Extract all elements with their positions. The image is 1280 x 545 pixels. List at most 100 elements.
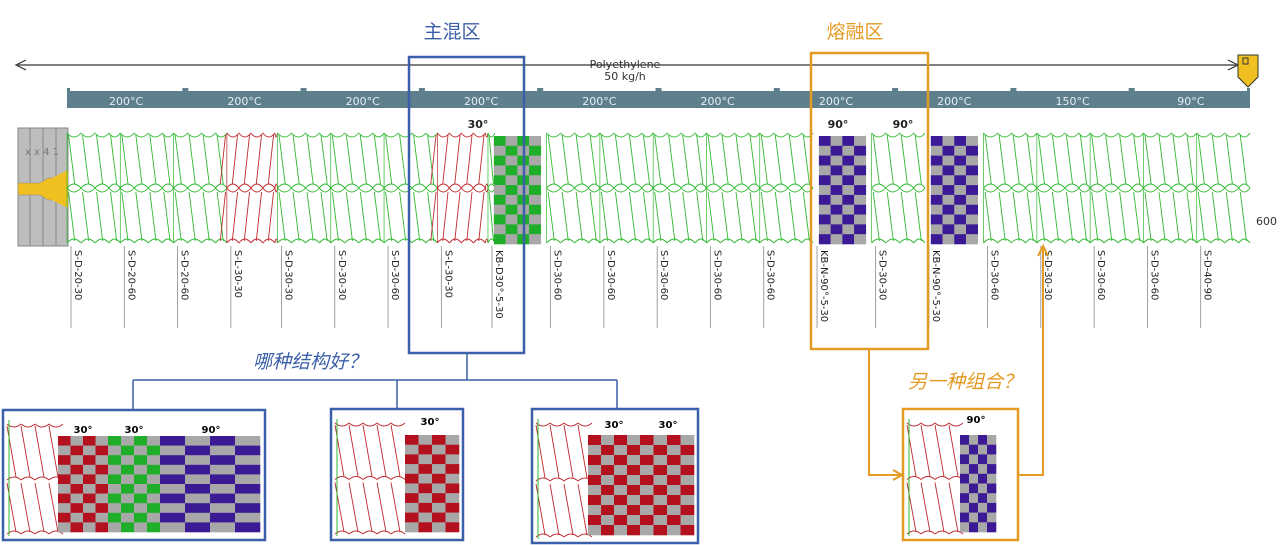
barrel-temperature-bar: 200°C 200°C 200°C 200°C 200°C 200°C 200°C 200°C… <box>67 88 1250 108</box>
screw-element-conv <box>1089 132 1144 244</box>
angle-label-kb30: 30° <box>468 118 489 131</box>
screw-element-conv <box>330 132 385 244</box>
barrel-zone-temperature: 200°C <box>701 95 735 108</box>
kneading-block <box>960 435 997 533</box>
element-code-label: S-D-30-30 <box>877 250 888 300</box>
barrel-zone-temperature: 200°C <box>346 95 380 108</box>
option-1-angle-2: 30° <box>125 425 144 436</box>
angle-label-kb90-a: 90° <box>828 118 849 131</box>
screw-element-conv <box>546 132 601 244</box>
hopper-icon <box>1237 54 1259 88</box>
screw-element-conv <box>759 132 814 244</box>
question-another-combo: 另一种组合？ <box>908 371 1022 393</box>
zone-title-melting: 熔融区 <box>826 21 883 43</box>
barrel-segment-notch <box>70 88 183 91</box>
barrel-zone-temperature: 200°C <box>464 95 498 108</box>
option-1-angle-3: 90° <box>202 425 221 436</box>
barrel-segment-notch <box>898 88 1011 91</box>
material-rate: 50 kg/h <box>604 70 646 83</box>
screw-element-conv <box>1036 132 1091 244</box>
screw-element-conv <box>1196 132 1251 244</box>
barrel-body <box>67 88 1250 108</box>
kneading-block <box>405 435 460 533</box>
element-code-label: S-L-30-30 <box>442 250 453 298</box>
option-3-angle-1: 30° <box>605 420 624 431</box>
element-code-labels: S-D-20-30 S-D-20-60 S-D-20-60 S-L-30-30 S-D-… <box>70 246 1213 328</box>
element-code-label: S-D-20-30 <box>72 250 83 300</box>
screw-length-label: 600 <box>1256 215 1277 228</box>
option-box-4 <box>901 407 1020 542</box>
barrel-zone-temperature: 200°C <box>227 95 261 108</box>
kneading-block <box>588 435 641 536</box>
barrel-zone-temperature: 200°C <box>819 95 853 108</box>
screw-element-conv <box>119 132 174 244</box>
screw-element-kb90 <box>930 136 978 245</box>
element-code-label: S-D-30-30 <box>282 250 293 300</box>
screw-element-conv <box>66 132 121 244</box>
screw-element-conv <box>173 132 228 244</box>
element-code-label: S-D-30-60 <box>1148 250 1159 300</box>
element-code-label: S-D-30-60 <box>389 250 400 300</box>
element-code-label: S-D-30-30 <box>1042 250 1053 300</box>
kneading-block <box>108 436 161 533</box>
screw-element-conv <box>983 132 1038 244</box>
option-1-angle-1: 30° <box>74 425 93 436</box>
element-code-label: S-L-30-30 <box>232 250 243 298</box>
barrel-zone-temperature: 200°C <box>937 95 971 108</box>
element-code-label: KB-N-90°-5-30 <box>930 250 941 322</box>
question-which-structure: 哪种结构好？ <box>253 351 367 373</box>
barrel-zone-temperature: 150°C <box>1055 95 1089 108</box>
kneading-block <box>640 435 695 536</box>
kneading-block <box>58 436 109 533</box>
element-code-label: S-D-30-30 <box>336 250 347 300</box>
die-label: x x 4 1 <box>25 147 59 158</box>
barrel-zone-temperature: 200°C <box>582 95 616 108</box>
barrel-zone-temperature: 90°C <box>1177 95 1204 108</box>
screw-element-kb90 <box>818 136 867 245</box>
element-code-label: S-D-20-60 <box>179 250 190 300</box>
screw-element-conv <box>1143 132 1198 244</box>
element-code-label: S-D-40-90 <box>1202 250 1213 300</box>
barrel-segment-notch <box>1016 88 1129 91</box>
screw-element-rev <box>219 132 278 244</box>
screw-element-kb30 <box>487 132 542 245</box>
die-block <box>17 127 69 247</box>
angle-label-kb90-b: 90° <box>893 118 914 131</box>
element-code-label: S-D-30-60 <box>989 250 1000 300</box>
option-box-2 <box>329 407 465 542</box>
option-2-angle-1: 30° <box>421 417 440 428</box>
barrel-segment-notch <box>779 88 893 91</box>
element-code-label: S-D-30-60 <box>1095 250 1106 300</box>
screw-element-conv <box>652 132 707 244</box>
screw-element-conv <box>871 132 926 244</box>
option-box-1 <box>1 408 267 542</box>
element-code-label: S-D-30-60 <box>765 250 776 300</box>
element-code-label: S-D-30-60 <box>658 250 669 300</box>
element-code-label: S-D-30-60 <box>552 250 563 300</box>
kneading-block <box>160 436 261 533</box>
screw-element-conv <box>383 132 438 244</box>
barrel-segment-notch <box>543 88 656 91</box>
barrel-segment-notch <box>661 88 774 91</box>
option-box-3 <box>530 407 700 545</box>
option-4-angle-1: 90° <box>967 415 986 426</box>
screw-element-conv <box>277 132 332 244</box>
barrel-segment-notch <box>424 88 538 91</box>
element-code-label: S-D-20-60 <box>125 250 136 300</box>
screw-element-conv <box>599 132 654 244</box>
element-code-label: KB-N-90°-5-30 <box>818 250 829 322</box>
barrel-segment-notch <box>1134 88 1247 91</box>
barrel-segment-notch <box>188 88 301 91</box>
screw-element-conv <box>706 132 761 244</box>
screw-element-rev <box>430 132 489 244</box>
element-code-label: S-D-30-60 <box>605 250 616 300</box>
option-connector-lines <box>132 353 618 409</box>
barrel-segment-notch <box>306 88 419 91</box>
barrel-zone-temperature: 200°C <box>109 95 143 108</box>
material-name: Polyethylene <box>590 58 661 71</box>
element-code-label: KB-D30°-5-30 <box>493 250 504 319</box>
zone-title-main-mixing: 主混区 <box>423 21 480 43</box>
option-3-angle-2: 30° <box>659 420 678 431</box>
element-code-label: S-D-30-60 <box>711 250 722 300</box>
